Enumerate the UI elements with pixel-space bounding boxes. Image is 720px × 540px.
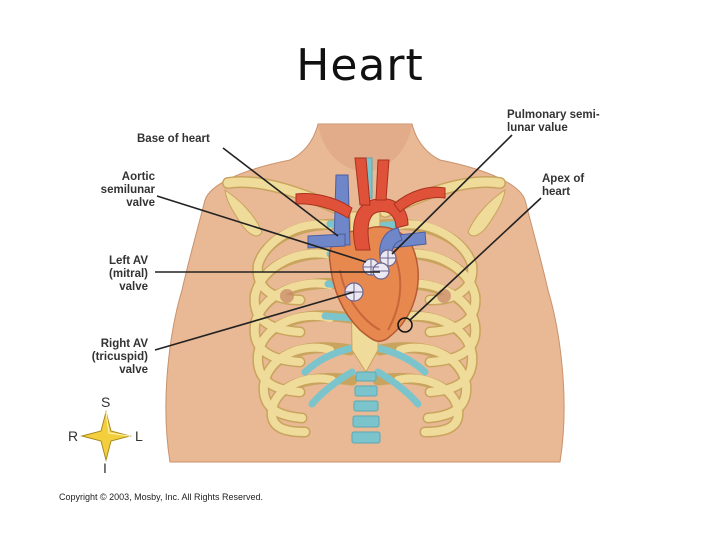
- leader-lines: [154, 134, 542, 351]
- spine: [351, 371, 381, 444]
- compass-right: R: [68, 428, 79, 444]
- label-apex-of-heart: Apex of heart: [542, 173, 584, 199]
- label-right-av-tricuspid-valve: Right AV (tricuspid) valve: [70, 338, 148, 377]
- leader-pulmonary-valve: [391, 134, 513, 255]
- label-line: semilunar: [100, 184, 155, 196]
- label-line: Aortic: [121, 171, 155, 183]
- compass-left: L: [135, 428, 143, 444]
- label-base-of-heart: Base of heart: [137, 133, 210, 145]
- compass-inferior: I: [103, 460, 107, 476]
- label-line: (tricuspid): [91, 351, 148, 363]
- label-line: Left AV: [109, 255, 148, 267]
- leader-aortic-valve: [156, 195, 367, 263]
- label-line: (mitral): [109, 268, 148, 280]
- apex-marker: [397, 317, 413, 333]
- compass-superior: S: [101, 394, 111, 410]
- label-line: valve: [119, 364, 148, 376]
- label-line: Right AV: [100, 338, 148, 350]
- aortic-arch: [353, 198, 409, 251]
- orientation-compass-icon: [80, 410, 132, 462]
- label-line: heart: [542, 186, 571, 198]
- label-pulmonary-semilunar-value: Pulmonary semi- lunar value: [507, 109, 600, 135]
- label-line: lunar value: [507, 122, 568, 134]
- copyright-notice: Copyright © 2003, Mosby, Inc. All Rights…: [59, 492, 264, 502]
- label-line: Pulmonary semi-: [507, 109, 600, 121]
- label-line: valve: [119, 281, 148, 293]
- leader-apex: [409, 197, 542, 321]
- label-line: valve: [126, 197, 155, 209]
- leader-base-of-heart: [222, 147, 339, 237]
- label-aortic-semilunar-valve: Aortic semilunar valve: [78, 171, 155, 210]
- leader-tricuspid-valve: [154, 291, 355, 351]
- label-left-av-mitral-valve: Left AV (mitral) valve: [78, 255, 148, 294]
- ribs-right: [249, 218, 358, 438]
- label-line: Apex of: [542, 173, 585, 185]
- slide-title: Heart: [296, 40, 424, 91]
